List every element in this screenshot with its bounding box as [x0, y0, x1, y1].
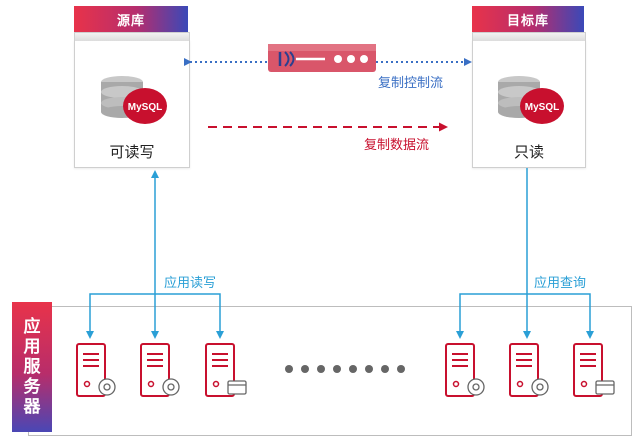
server-icon [445, 343, 485, 397]
source-db-tag: 源库 [74, 6, 188, 32]
server-icon [509, 343, 549, 397]
server-icon [76, 343, 116, 397]
right-distribution-bracket [459, 293, 591, 337]
data-flow-label: 复制数据流 [364, 138, 430, 153]
server-icon [205, 343, 247, 397]
target-db-label: 只读 [513, 143, 544, 161]
mysql-badge: MySQL [123, 88, 167, 124]
arrow-head [586, 331, 594, 339]
app-query-label: 应用查询 [534, 276, 587, 291]
app-read-write-label: 应用读写 [164, 276, 217, 291]
mysql-badge: MySQL [520, 88, 564, 124]
target-db-tag: 目标库 [472, 6, 584, 32]
source-db-label: 可读写 [109, 143, 155, 161]
ellipsis-dots [285, 365, 405, 373]
app-servers-char: 应 [23, 317, 41, 337]
server-icon [573, 343, 615, 397]
mysql-text: MySQL [525, 102, 559, 113]
app-servers-char: 器 [23, 397, 41, 417]
left-distribution-bracket [89, 293, 221, 337]
app-servers-char: 用 [23, 337, 41, 357]
app-servers-label: 应 用 服 务 器 [12, 302, 52, 432]
router-device-icon [268, 44, 376, 72]
arrow-head [456, 331, 464, 339]
app-servers-char: 务 [23, 377, 41, 397]
target-db-lip [472, 32, 586, 41]
server-icon [140, 343, 180, 397]
control-flow-label: 复制控制流 [378, 76, 444, 91]
arrow-head [216, 331, 224, 339]
mysql-text: MySQL [128, 102, 162, 113]
source-db-lip [74, 32, 190, 41]
app-servers-char: 服 [23, 357, 41, 377]
arrow-head [86, 331, 94, 339]
